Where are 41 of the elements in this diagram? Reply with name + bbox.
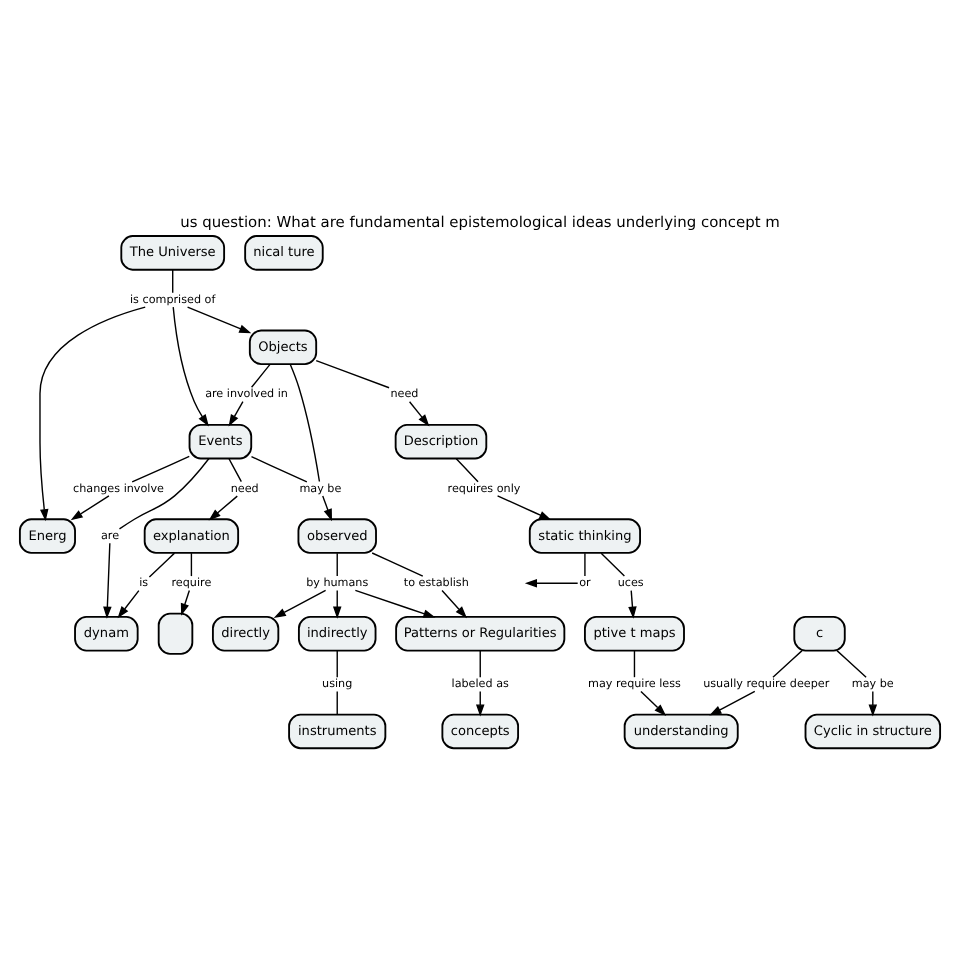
connector	[455, 458, 479, 483]
arrow	[228, 401, 244, 427]
connector	[148, 552, 176, 578]
connector	[584, 552, 586, 577]
connector	[336, 649, 338, 678]
arrow	[408, 401, 430, 427]
arrow	[868, 690, 878, 717]
arrow	[186, 306, 252, 334]
arrow	[441, 589, 468, 619]
connector	[118, 457, 210, 530]
connector	[772, 649, 803, 678]
connector	[172, 269, 174, 294]
arrow	[628, 589, 637, 619]
arrow	[496, 495, 552, 521]
arrow	[117, 589, 140, 619]
connector	[131, 455, 190, 483]
arrow	[172, 306, 209, 427]
arrow	[524, 579, 579, 588]
arrow	[354, 589, 436, 618]
connector	[228, 458, 243, 483]
connector	[336, 552, 338, 577]
connector	[336, 690, 338, 716]
arrow	[273, 589, 327, 618]
connector	[371, 552, 424, 577]
connector	[250, 363, 271, 388]
connector	[315, 359, 390, 389]
arrow	[709, 690, 756, 716]
connector	[250, 456, 308, 483]
connector	[289, 363, 321, 483]
arrow	[39, 306, 146, 522]
connector	[633, 649, 636, 678]
connector	[836, 649, 867, 678]
node-box	[157, 612, 194, 655]
connector	[479, 649, 481, 678]
arrow	[640, 690, 667, 716]
arrow	[70, 495, 110, 521]
arrow	[208, 495, 238, 521]
arrow	[322, 495, 332, 522]
connector	[600, 552, 626, 577]
connector	[190, 552, 193, 577]
arrow	[103, 542, 112, 619]
